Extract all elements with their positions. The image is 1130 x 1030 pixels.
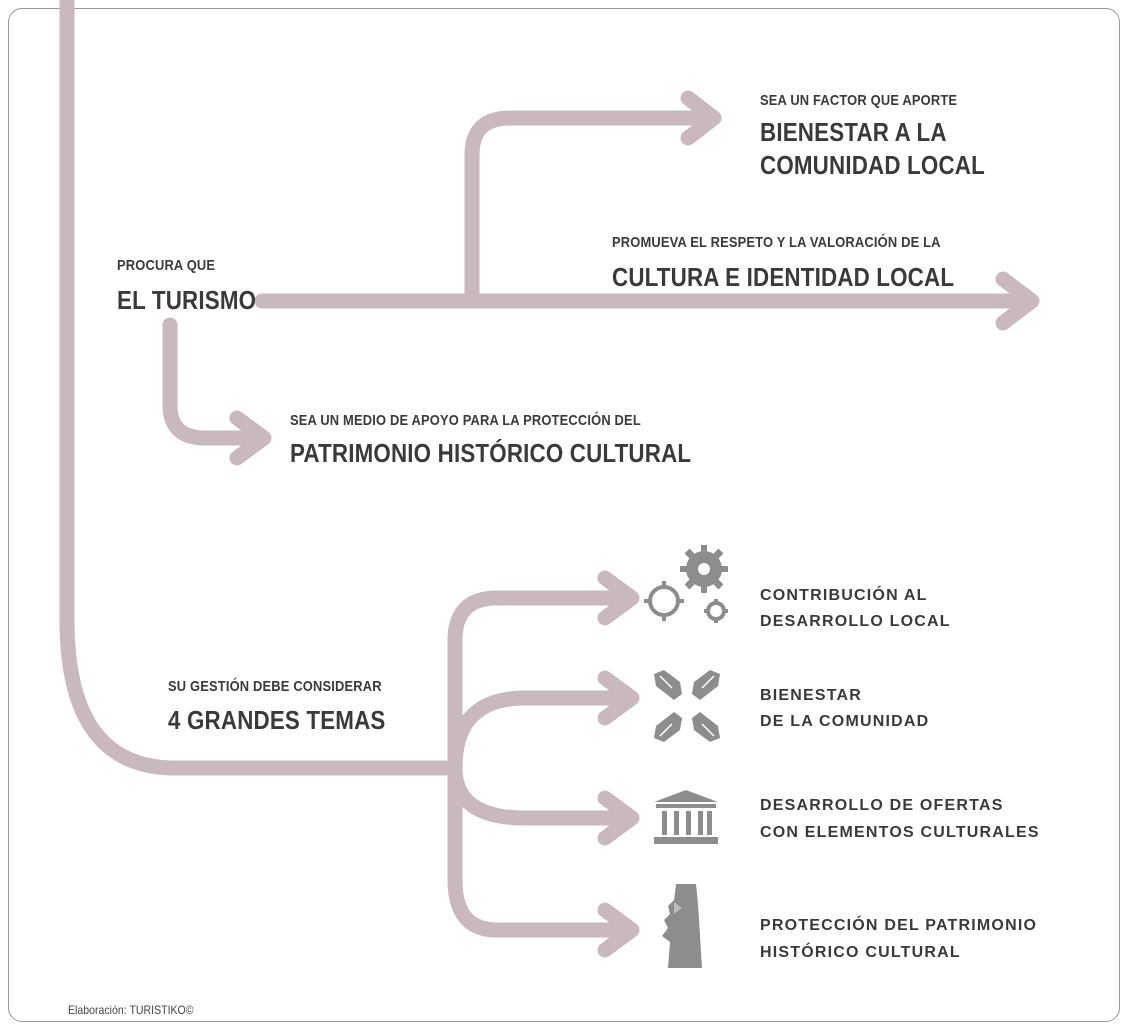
tema-line-1	[447, 590, 638, 776]
bienestar-branch-line	[464, 110, 720, 309]
patrimonio-branch-line	[162, 317, 270, 446]
patrimonio-title: PATRIMONIO HISTÓRICO CULTURAL	[290, 438, 692, 468]
patrimonio-arrowhead	[229, 410, 272, 466]
tema-arrowhead-3	[597, 790, 640, 846]
turismo-kicker: PROCURA QUE	[117, 257, 216, 274]
bienestar-title-line1: BIENESTAR A LA	[760, 117, 947, 147]
main-trunk-line	[59, 0, 463, 776]
tema-1-line2: DESARROLLO LOCAL	[760, 613, 951, 630]
bienestar-title-line2: COMUNIDAD LOCAL	[760, 150, 985, 180]
tema-2-line1: BIENESTAR	[760, 687, 863, 704]
gears-icon	[644, 545, 728, 623]
gestion-kicker: SU GESTIÓN DEBE CONSIDERAR	[168, 678, 382, 695]
tema-line-4	[447, 760, 638, 938]
turismo-title: EL TURISMO	[117, 285, 257, 315]
temple-icon	[654, 790, 718, 844]
tema-4-line1: PROTECCIÓN DEL PATRIMONIO	[760, 917, 1038, 934]
tema-1-line1: CONTRIBUCIÓN AL	[760, 587, 928, 604]
tema-arrowhead-1	[597, 570, 640, 626]
bienestar-kicker: SEA UN FACTOR QUE APORTE	[760, 92, 958, 109]
tema-3-line2: CON ELEMENTOS CULTURALES	[760, 824, 1040, 841]
moai-icon	[662, 884, 702, 968]
cultura-kicker: PROMUEVA EL RESPETO Y LA VALORACIÓN DE L…	[612, 234, 941, 251]
patrimonio-kicker: SEA UN MEDIO DE APOYO PARA LA PROTECCIÓN…	[290, 412, 641, 429]
tema-arrowhead-2	[597, 670, 640, 726]
tema-3-line1: DESARROLLO DE OFERTAS	[760, 797, 1004, 814]
diagram-frame	[8, 8, 1120, 1022]
cultura-title: CULTURA E IDENTIDAD LOCAL	[612, 262, 955, 292]
tema-4-line2: HISTÓRICO CULTURAL	[760, 944, 961, 961]
hands-icon	[654, 670, 720, 742]
tema-arrowhead-4	[597, 902, 640, 958]
tema-2-line2: DE LA COMUNIDAD	[760, 713, 930, 730]
cultura-arrowhead	[995, 271, 1040, 331]
gestion-title: 4 GRANDES TEMAS	[168, 705, 386, 735]
credit-text: Elaboración: TURISTIKO©	[68, 1003, 194, 1017]
tema-line-2	[447, 690, 638, 776]
bienestar-arrowhead	[680, 90, 722, 146]
